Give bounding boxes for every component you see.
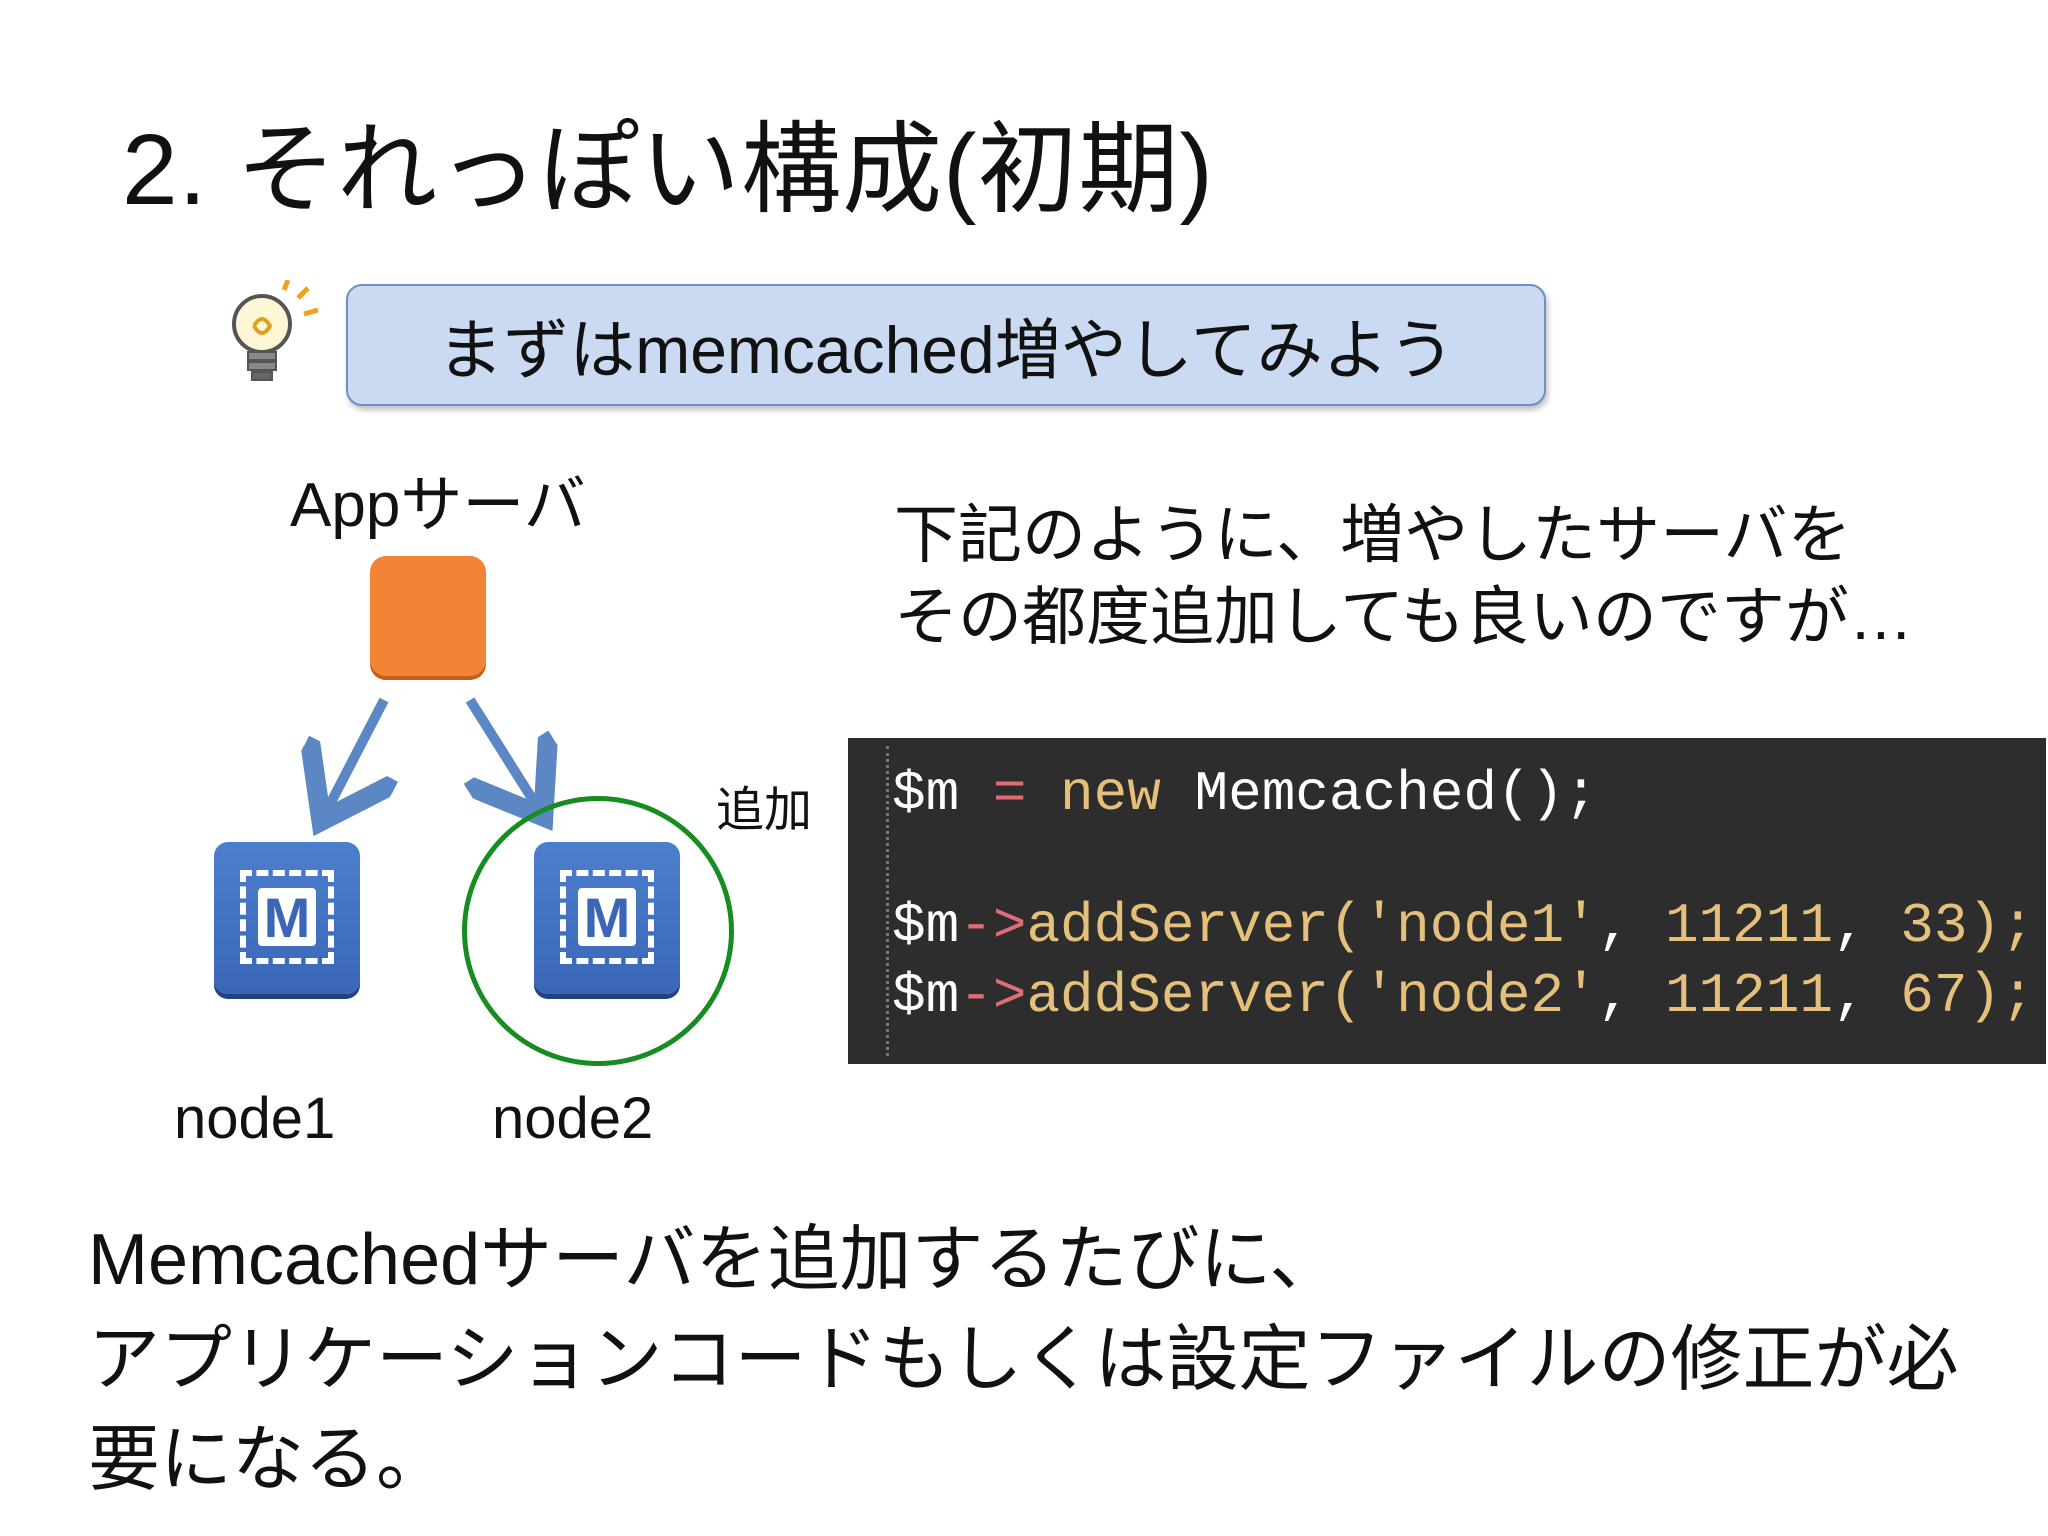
arrow-to-node1 — [326, 697, 384, 812]
memcached-icon: M — [214, 842, 360, 994]
app-server-label: Appサーバ — [290, 471, 586, 540]
slide-title: 2. それっぽい構成(初期) — [122, 114, 1214, 226]
add-label: 追加 — [716, 784, 813, 837]
lightbulb-icon — [232, 280, 319, 381]
app-server-box — [370, 556, 486, 676]
node2-label: node2 — [492, 1086, 654, 1151]
code-line-1: $m = new Memcached(); — [892, 762, 1598, 826]
summary-text: Memcachedサーバを追加するたびに、 アプリケーションコードもしくは設定フ… — [88, 1210, 1959, 1510]
note-line-2: その都度追加しても良いのですが… — [894, 581, 1913, 653]
node2-highlight-ring — [462, 796, 734, 1066]
node1-label: node1 — [174, 1086, 336, 1151]
arrow-to-node2 — [470, 697, 538, 808]
code-line-3: $m->addServer('node1', 11211, 33); — [892, 894, 2035, 958]
code-line-4: $m->addServer('node2', 11211, 67); — [892, 964, 2035, 1028]
idea-callout-text: まずはmemcached増やしてみよう — [437, 313, 1455, 387]
summary-line-2: アプリケーションコードもしくは設定ファイルの修正が必 — [88, 1320, 1959, 1400]
summary-line-1: Memcachedサーバを追加するたびに、 — [88, 1220, 1342, 1300]
note-text: 下記のように、増やしたサーバを その都度追加しても良いのですが… — [894, 494, 1913, 658]
code-snippet: $m = new Memcached(); $m->addServer('nod… — [848, 738, 2046, 1064]
idea-callout: まずはmemcached増やしてみよう — [346, 284, 1546, 406]
code-rail — [886, 746, 889, 1056]
summary-line-3: 要になる。 — [88, 1420, 449, 1500]
note-line-1: 下記のように、増やしたサーバを — [894, 499, 1852, 571]
